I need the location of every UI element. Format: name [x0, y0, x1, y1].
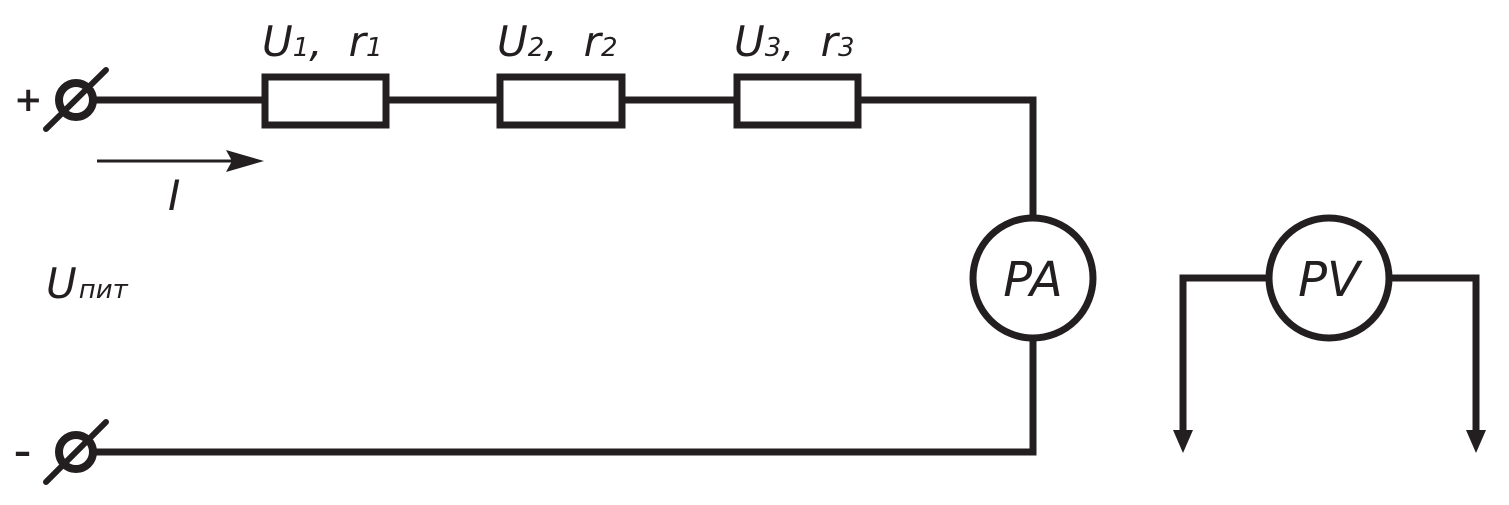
minus-sign: –: [14, 432, 31, 472]
supply-voltage-label: Uпит: [46, 259, 129, 308]
current-arrow-head: [226, 150, 264, 172]
voltmeter-left-arrow: [1173, 430, 1193, 453]
minus-terminal-slash: [43, 419, 109, 485]
voltmeter-symbol: [1265, 214, 1393, 342]
plus-terminal-slash: [43, 67, 109, 132]
ammeter-symbol: [969, 214, 1097, 342]
resistor-2: [496, 73, 626, 129]
resistor-1-label: U1,r1: [262, 17, 382, 66]
bottom-wire: [91, 336, 1037, 456]
top-wire: [91, 96, 1037, 220]
voltmeter-right-arrow: [1466, 430, 1486, 453]
resistor-3-label: U3,r3: [734, 17, 854, 66]
resistor-1: [261, 73, 390, 129]
ammeter-label: PA: [1003, 252, 1062, 308]
current-label: I: [168, 171, 180, 220]
voltmeter-label: PV: [1298, 252, 1363, 308]
resistor-3: [733, 73, 862, 129]
plus-sign: +: [14, 80, 43, 120]
voltmeter-right-lead: [1385, 274, 1480, 436]
voltmeter-left-lead: [1179, 274, 1273, 436]
resistor-2-label: U2,r2: [497, 17, 617, 66]
